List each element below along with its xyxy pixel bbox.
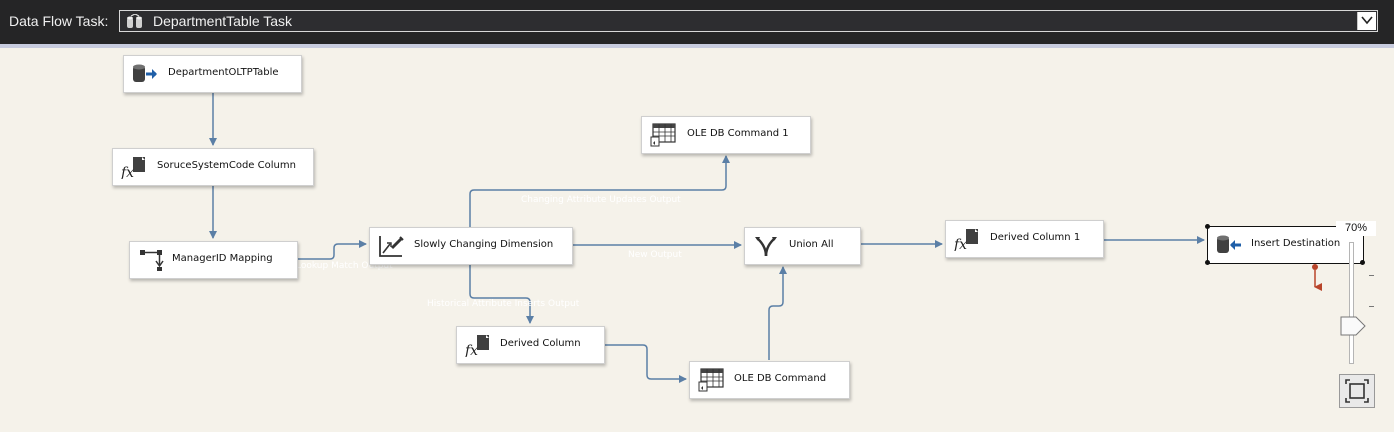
zoom-to-fit-button[interactable] [1339, 374, 1375, 408]
component-source-system-code-column[interactable]: fx SoruceSystemCode Column [112, 148, 314, 186]
component-manager-id-mapping[interactable]: ManagerID Mapping [129, 241, 298, 279]
path-scd-to-ole-db-command-1 [469, 155, 730, 228]
component-label: OLE DB Command [734, 373, 827, 384]
union-all-icon [753, 234, 779, 258]
selection-handle[interactable] [1205, 224, 1210, 229]
component-label: Slowly Changing Dimension [414, 239, 554, 250]
flow-label-changing-attribute: Changing Attribute Updates Output [521, 195, 681, 205]
lookup-mapping-icon [138, 248, 164, 272]
chevron-down-icon[interactable] [1357, 12, 1376, 30]
header-accent-strip [0, 44, 1394, 48]
component-label: ManagerID Mapping [172, 253, 273, 264]
component-ole-db-command[interactable]: OLE DB Command [689, 361, 850, 399]
component-derived-column[interactable]: fx Derived Column [456, 326, 605, 364]
path-scd-to-derived-column [469, 264, 534, 324]
slowly-changing-dimension-icon [378, 234, 404, 258]
svg-text:fx: fx [121, 165, 134, 179]
component-label: Derived Column [500, 338, 581, 349]
selection-handle[interactable] [1360, 260, 1365, 265]
ole-db-command-grid-icon [698, 368, 724, 392]
component-label: DepartmentOLTPTable [168, 67, 279, 78]
ole-db-source-icon [132, 62, 158, 86]
zoom-tick [1369, 306, 1374, 307]
ole-db-command-grid-icon [650, 123, 676, 147]
path-lookup-to-scd [298, 240, 367, 260]
component-department-oltp-table[interactable]: DepartmentOLTPTable [123, 55, 302, 93]
component-label: SoruceSystemCode Column [157, 160, 296, 171]
path-derived-column-to-ole-db-command [605, 344, 687, 383]
svg-text:fx: fx [465, 343, 478, 357]
package-icon [126, 13, 144, 29]
zoom-slider-track[interactable] [1349, 242, 1354, 364]
error-output-path [1312, 264, 1322, 291]
derived-column-fx-icon: fx [464, 333, 491, 359]
component-label: Union All [789, 239, 834, 250]
zoom-slider-thumb[interactable] [1340, 316, 1366, 336]
flow-label-new-output: New Output [628, 250, 682, 260]
component-union-all[interactable]: Union All [744, 227, 861, 265]
zoom-level-readout: 70% [1336, 221, 1376, 236]
data-flow-task-label: Data Flow Task: [9, 13, 109, 29]
path-ole-db-command-to-union-all [768, 266, 787, 360]
svg-text:fx: fx [954, 237, 967, 251]
component-slowly-changing-dimension[interactable]: Slowly Changing Dimension [369, 227, 573, 265]
flow-label-lookup-match: Lookup Match Output [296, 261, 393, 271]
component-derived-column-1[interactable]: fx Derived Column 1 [945, 220, 1104, 258]
data-flow-task-bar: Data Flow Task: DepartmentTable Task [0, 0, 1394, 44]
derived-column-fx-icon: fx [953, 227, 980, 253]
component-ole-db-command-1[interactable]: OLE DB Command 1 [641, 116, 811, 154]
selected-task-text: DepartmentTable Task [153, 13, 293, 29]
zoom-tick [1369, 275, 1374, 276]
component-label: Derived Column 1 [990, 232, 1081, 243]
data-flow-task-dropdown[interactable]: DepartmentTable Task [119, 10, 1378, 32]
component-label: Insert Destination [1251, 238, 1341, 249]
ole-db-destination-icon [1216, 233, 1242, 257]
component-label: OLE DB Command 1 [687, 128, 789, 139]
flow-label-historical-attribute: Historical Attribute Inserts Output [427, 299, 580, 309]
zoom-to-fit-icon [1340, 379, 1374, 411]
selection-handle[interactable] [1205, 260, 1210, 265]
derived-column-fx-icon: fx [120, 155, 147, 181]
